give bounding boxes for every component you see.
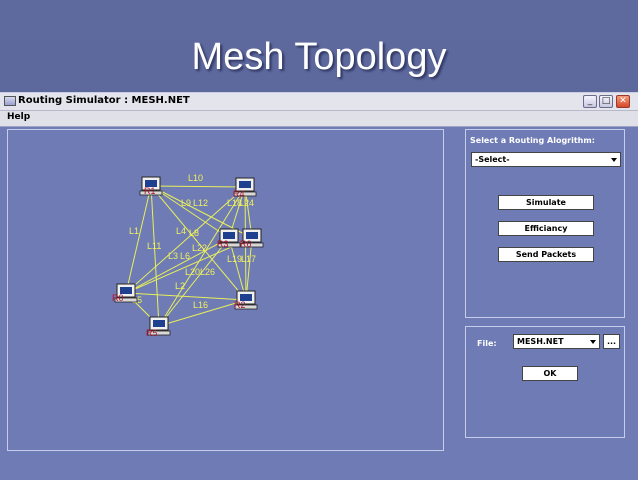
link-L11 xyxy=(150,185,160,327)
router-label-R6: R6 xyxy=(240,239,252,249)
slide-title: Mesh Topology xyxy=(191,36,447,78)
link-L9 xyxy=(150,185,230,239)
algorithm-select-value: -Select- xyxy=(475,155,510,164)
link-L1 xyxy=(125,185,152,294)
send-packets-button[interactable]: Send Packets xyxy=(498,247,594,262)
router-label-R0: R0 xyxy=(112,293,124,303)
close-button[interactable]: ✕ xyxy=(616,95,630,108)
link-L2 xyxy=(125,292,247,301)
router-R3-computer-icon[interactable] xyxy=(217,228,241,248)
link-label-L11: L11 xyxy=(147,241,161,251)
link-L16 xyxy=(158,299,247,327)
simulate-button[interactable]: Simulate xyxy=(498,195,594,210)
chevron-down-icon xyxy=(611,158,617,162)
router-label-R5: R5 xyxy=(146,328,158,338)
link-L4 xyxy=(150,185,247,301)
link-L17 xyxy=(245,237,253,301)
efficiency-button[interactable]: Efficiancy xyxy=(498,221,594,236)
link-label-L9: L9 xyxy=(181,198,191,208)
router-R4-computer-icon[interactable] xyxy=(233,177,257,197)
link-label-L3: L3 xyxy=(168,251,178,261)
algorithm-select[interactable]: -Select- xyxy=(471,152,621,167)
link-label-L17: L17 xyxy=(241,254,256,264)
link-label-L4: L4 xyxy=(176,226,186,236)
link-label-L1: L1 xyxy=(129,226,139,236)
browse-button[interactable]: ... xyxy=(603,334,620,349)
router-label-R4: R4 xyxy=(233,189,245,199)
link-L26 xyxy=(228,237,247,301)
router-label-R3: R3 xyxy=(217,239,229,249)
router-R6-computer-icon[interactable] xyxy=(240,228,264,248)
router-label-R1: R1 xyxy=(144,186,156,196)
link-label-L2: L2 xyxy=(175,281,185,291)
link-label-L6: L6 xyxy=(180,251,190,261)
link-label-L12: L12 xyxy=(193,198,208,208)
file-select[interactable]: MESH.NET xyxy=(513,334,600,349)
link-label-L24: L24 xyxy=(239,198,254,208)
routing-simulator-window: Routing Simulator : MESH.NET _ □ ✕ Help … xyxy=(0,92,638,480)
window-title-bar[interactable]: Routing Simulator : MESH.NET _ □ ✕ xyxy=(0,93,638,111)
algorithm-label: Select a Routing Alogrithm: xyxy=(470,136,595,145)
link-label-L26: L26 xyxy=(200,267,215,277)
link-L8 xyxy=(125,186,246,294)
link-label-L16: L16 xyxy=(193,300,208,310)
link-label-L19: L19 xyxy=(227,254,242,264)
menu-bar: Help xyxy=(0,111,638,127)
file-select-value: MESH.NET xyxy=(517,337,564,346)
maximize-button[interactable]: □ xyxy=(599,95,613,108)
router-R0-computer-icon[interactable] xyxy=(114,283,138,303)
link-L10 xyxy=(150,185,246,188)
ok-button[interactable]: OK xyxy=(522,366,578,381)
file-label: File: xyxy=(477,339,497,348)
file-panel: File: MESH.NET ... OK xyxy=(465,326,625,438)
link-label-L22: L22 xyxy=(192,243,207,253)
router-label-R2: R2 xyxy=(234,300,246,310)
algorithm-panel: Select a Routing Alogrithm: -Select- Sim… xyxy=(465,129,625,318)
link-label-L18: L18 xyxy=(227,198,242,208)
window-title: Routing Simulator : MESH.NET xyxy=(18,95,190,106)
link-label-L8: L8 xyxy=(189,228,199,238)
app-icon xyxy=(4,96,16,106)
router-R2-computer-icon[interactable] xyxy=(234,290,258,310)
link-L22 xyxy=(125,237,230,294)
link-L3 xyxy=(158,186,246,327)
link-label-L20: L20 xyxy=(185,267,200,277)
minimize-button[interactable]: _ xyxy=(583,95,597,108)
router-R1-computer-icon[interactable] xyxy=(139,176,163,196)
link-label-L10: L10 xyxy=(188,173,203,183)
menu-help[interactable]: Help xyxy=(7,112,31,122)
router-R5-computer-icon[interactable] xyxy=(147,316,171,336)
chevron-down-icon xyxy=(590,340,596,344)
